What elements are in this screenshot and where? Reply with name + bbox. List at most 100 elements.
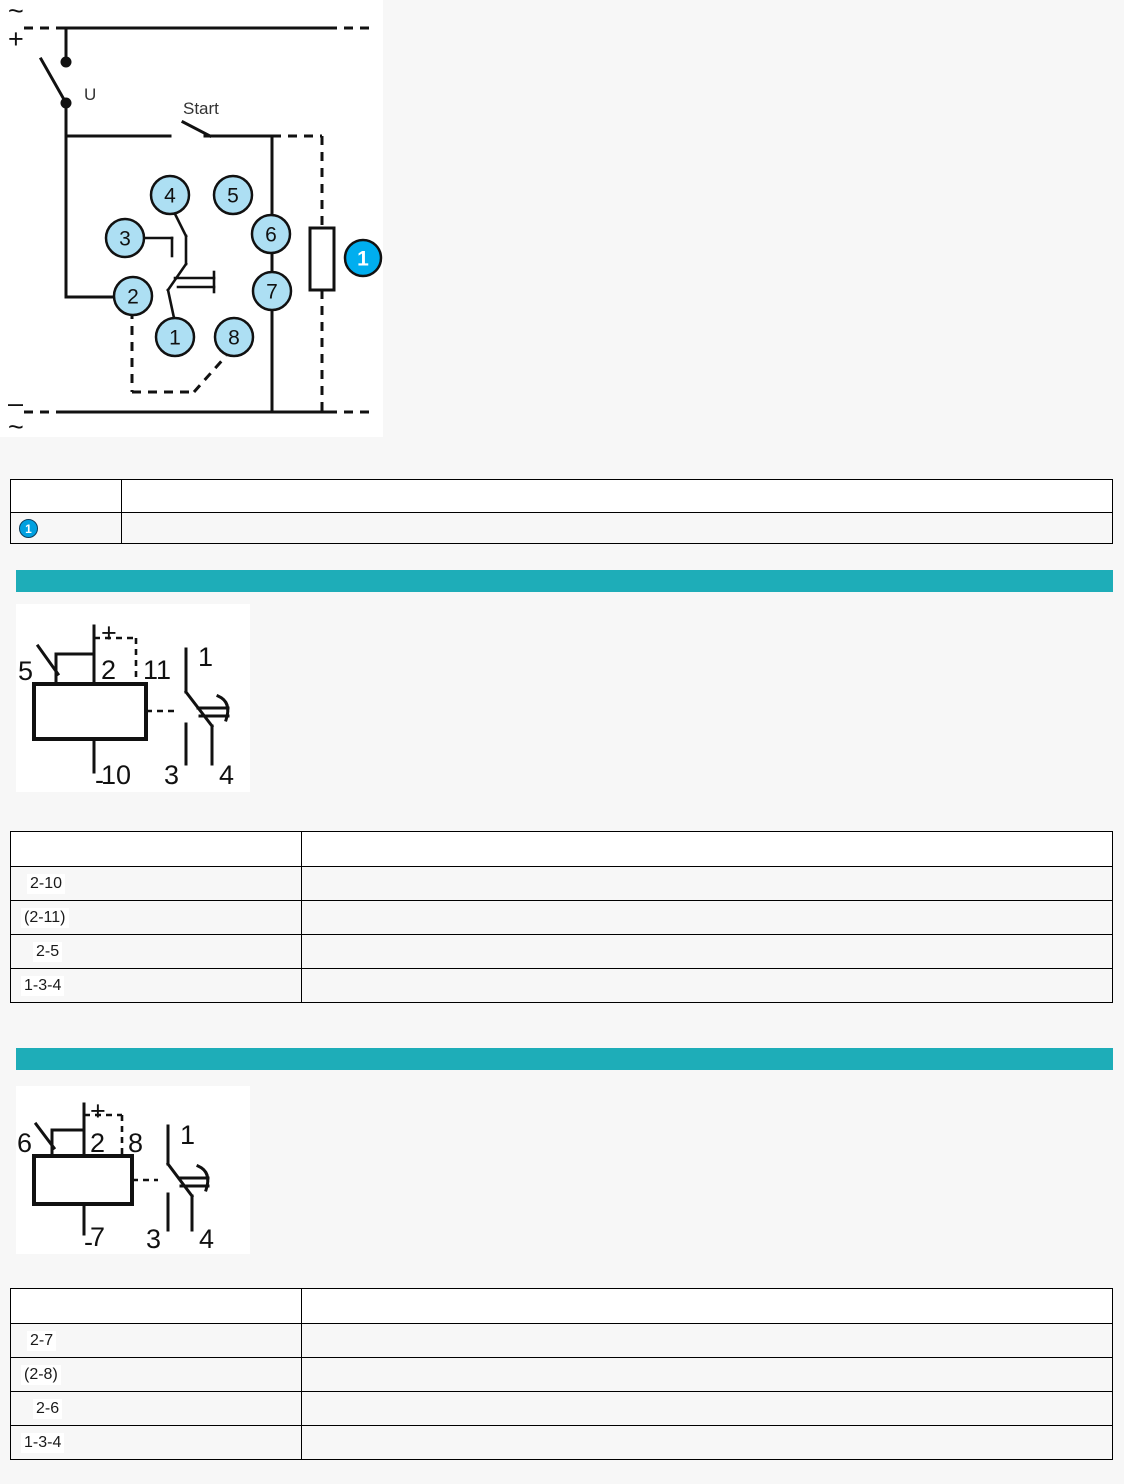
terminal-10-label: 10 xyxy=(101,760,131,790)
terminal-4-label: 4 xyxy=(219,760,234,790)
section-divider-1 xyxy=(16,570,1113,592)
table-row: 2-10 xyxy=(10,866,1113,901)
control-voltage-label: U xyxy=(84,85,96,104)
pin-badge-4: 4 xyxy=(149,174,191,216)
table-header-row xyxy=(10,1288,1113,1324)
pins-cell: 1-3-4 xyxy=(10,1425,302,1460)
terminal-5-label: 5 xyxy=(18,656,33,686)
header-description xyxy=(301,1288,1113,1324)
pins-cell: 2-10 xyxy=(10,866,302,901)
table-header-row xyxy=(10,831,1113,867)
block-diagram-11-pin-svg: + 2 5 11 10 - 1 xyxy=(18,618,234,792)
description-cell xyxy=(301,866,1113,901)
pin-reference: 2-6 xyxy=(33,1398,63,1419)
legend-description-cell xyxy=(121,512,1113,544)
pin8-dash-diag xyxy=(192,355,228,393)
block-diagram-8-pin-panel: + 2 6 8 7 - 1 xyxy=(16,1086,250,1254)
function-table-8-pin: 2-7 (2-8) 2-6 1-3-4 xyxy=(10,1288,1113,1460)
terminal-8-label: 8 xyxy=(128,1128,143,1158)
pin-badge-8-label: 8 xyxy=(228,327,240,350)
description-cell xyxy=(301,1323,1113,1358)
pin-badge-2: 2 xyxy=(112,275,154,317)
legend-badge-icon: 1 xyxy=(19,518,38,538)
header-description xyxy=(301,831,1113,867)
block-diagram-11-pin-panel: + 2 5 11 10 - 1 xyxy=(16,604,250,792)
terminal-2-label: 2 xyxy=(101,655,116,685)
table-row: 1-3-4 xyxy=(10,1425,1113,1460)
pin-reference: 2-5 xyxy=(33,941,63,962)
timer-body-block xyxy=(32,1154,134,1206)
pin-badge-7: 7 xyxy=(251,270,293,312)
pin-badge-6: 6 xyxy=(250,213,292,255)
description-cell xyxy=(301,1425,1113,1460)
pin-badge-8: 8 xyxy=(213,316,255,358)
supply-top-plus: + xyxy=(8,24,24,54)
armature-arrow xyxy=(216,694,230,722)
terminal-4-label: 4 xyxy=(199,1224,214,1254)
pins-cell: 2-6 xyxy=(10,1391,302,1426)
supply-bottom-minus: – xyxy=(8,388,23,418)
contact-common-label: 1 xyxy=(180,1120,195,1150)
pin-badge-3: 3 xyxy=(104,217,146,259)
table-header-row xyxy=(10,479,1113,513)
pin-badge-5: 5 xyxy=(212,174,254,216)
terminal-2-label: 2 xyxy=(90,1128,105,1158)
coil-callout-label: 1 xyxy=(357,248,369,271)
terminal-5-blade xyxy=(35,643,61,677)
description-cell xyxy=(301,1391,1113,1426)
pins-cell: 2-7 xyxy=(10,1323,302,1358)
main-diagram-legend-table: 1 xyxy=(10,479,1113,544)
main-wiring-diagram-panel: ~ + U Start xyxy=(0,0,383,437)
pin-badge-1: 1 xyxy=(154,316,196,358)
pins-cell: (2-8) xyxy=(10,1357,302,1392)
table-row: 2-7 xyxy=(10,1323,1113,1358)
pin-reference: 2-10 xyxy=(27,873,66,894)
header-pins xyxy=(10,1288,302,1324)
pins-cell: (2-11) xyxy=(10,900,302,935)
description-cell xyxy=(301,1357,1113,1392)
start-switch-label: Start xyxy=(183,99,219,118)
function-table-11-pin: 2-10 (2-11) 2-5 1-3-4 xyxy=(10,831,1113,1003)
main-wiring-diagram-svg: ~ + U Start xyxy=(8,0,383,437)
pin-badge-4-label: 4 xyxy=(164,185,176,208)
header-pins xyxy=(10,831,302,867)
coil-callout-badge: 1 xyxy=(343,238,383,278)
contact-common-label: 1 xyxy=(198,642,213,672)
timer-body-block xyxy=(32,682,148,741)
pin-reference: 1-3-4 xyxy=(21,1432,65,1453)
pin-reference: 1-3-4 xyxy=(21,975,65,996)
start-switch-blade xyxy=(180,119,213,139)
legend-header-description xyxy=(121,479,1113,513)
pin-badge-7-label: 7 xyxy=(266,281,278,304)
minus-label: - xyxy=(95,765,104,792)
table-row: (2-8) xyxy=(10,1357,1113,1392)
description-cell xyxy=(301,900,1113,935)
pin-reference: (2-8) xyxy=(21,1364,61,1385)
description-cell xyxy=(301,968,1113,1003)
pins-cell: 1-3-4 xyxy=(10,968,302,1003)
table-row: 1-3-4 xyxy=(10,968,1113,1003)
plus-label: + xyxy=(90,1096,106,1126)
block-diagram-8-pin-svg: + 2 6 8 7 - 1 xyxy=(17,1096,214,1254)
pin-reference: (2-11) xyxy=(21,907,69,928)
terminal-6-label: 6 xyxy=(17,1128,32,1158)
pins-cell: 2-5 xyxy=(10,934,302,969)
terminal-3-label: 3 xyxy=(146,1224,161,1254)
pin-badge-2-label: 2 xyxy=(127,286,139,309)
section-divider-2 xyxy=(16,1048,1113,1070)
description-cell xyxy=(301,934,1113,969)
pin-badge-1-label: 1 xyxy=(169,327,181,350)
supply-bottom-tilde: ~ xyxy=(8,412,24,437)
armature-arrow xyxy=(196,1164,210,1192)
contact-blade xyxy=(165,1161,195,1199)
table-row: (2-11) xyxy=(10,900,1113,935)
terminal-11-label: 11 xyxy=(143,655,171,685)
legend-badge-cell: 1 xyxy=(10,512,122,544)
contact-to-pin1 xyxy=(166,288,176,320)
relay-coil xyxy=(308,226,336,292)
terminal-7-label: 7 xyxy=(90,1222,105,1252)
u-switch-blade xyxy=(38,56,69,106)
legend-header-symbol xyxy=(10,479,122,513)
table-row: 2-6 xyxy=(10,1391,1113,1426)
table-row: 1 xyxy=(10,512,1113,544)
